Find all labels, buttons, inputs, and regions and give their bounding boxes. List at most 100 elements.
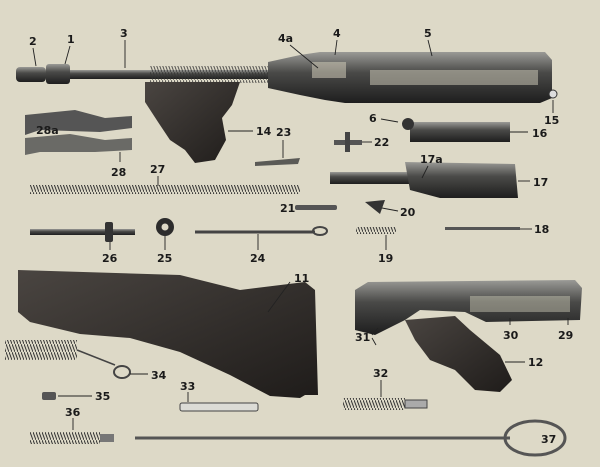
svg-text:17a: 17a (420, 153, 443, 166)
tip-35 (42, 392, 56, 400)
part-22 (334, 132, 362, 152)
callout-34: 34 (130, 369, 167, 382)
svg-text:24: 24 (250, 252, 266, 265)
buttstock-part (18, 270, 318, 398)
svg-text:34: 34 (151, 369, 167, 382)
svg-text:33: 33 (180, 380, 195, 393)
frame-part (355, 280, 582, 392)
rear-sight-collar-part (46, 64, 70, 84)
svg-text:35: 35 (95, 390, 110, 403)
svg-text:2: 2 (29, 35, 37, 48)
receiver-part (268, 52, 558, 103)
svg-text:12: 12 (528, 356, 543, 369)
svg-text:1: 1 (67, 33, 75, 46)
bolt-part-17 (330, 162, 518, 198)
callout-2: 2 (29, 35, 37, 67)
callout-25: 25 (157, 236, 172, 265)
callout-29: 29 (558, 318, 573, 342)
callout-4a: 4a (278, 32, 319, 69)
callout-17a: 17a (420, 153, 443, 179)
rod-section-33 (179, 402, 259, 412)
callout-17: 17 (518, 176, 548, 189)
callout-21: 21 (280, 202, 295, 215)
bolt-part-16 (402, 118, 510, 142)
ejector-rod-24 (195, 226, 328, 236)
callout-28a: 28a (36, 124, 59, 137)
svg-text:5: 5 (424, 27, 432, 40)
svg-text:23: 23 (276, 126, 291, 139)
callout-14: 14 (228, 125, 272, 138)
svg-text:29: 29 (558, 329, 573, 342)
actuator-28-part (25, 110, 132, 155)
callout-11: 11 (267, 272, 309, 313)
barrel-fins (150, 66, 270, 83)
brush-36 (30, 432, 114, 444)
svg-text:37: 37 (541, 433, 556, 446)
pistol-grip-part (405, 316, 512, 392)
svg-text:4: 4 (333, 27, 341, 40)
callout-19: 19 (378, 235, 393, 265)
svg-text:25: 25 (157, 252, 172, 265)
part-21 (295, 205, 337, 210)
callout-3: 3 (120, 27, 128, 68)
callout-36: 36 (65, 406, 81, 430)
callout-20: 20 (381, 206, 416, 219)
callout-15: 15 (544, 100, 559, 127)
svg-text:30: 30 (503, 329, 519, 342)
svg-text:31: 31 (355, 331, 370, 344)
svg-text:32: 32 (373, 367, 388, 380)
callout-35: 35 (58, 390, 110, 403)
svg-text:15: 15 (544, 114, 559, 127)
cleaning-rod-37 (135, 419, 567, 457)
recoil-spring-27 (30, 185, 300, 194)
svg-text:14: 14 (256, 125, 272, 138)
callout-6: 6 (369, 112, 399, 125)
svg-text:4a: 4a (278, 32, 293, 45)
svg-text:28a: 28a (36, 124, 59, 137)
callout-32: 32 (373, 367, 388, 397)
spring-19 (356, 227, 396, 234)
callout-24: 24 (250, 234, 266, 265)
callout-12: 12 (505, 356, 543, 369)
svg-text:27: 27 (150, 163, 165, 176)
svg-text:6: 6 (369, 112, 377, 125)
buffer-rod-26 (30, 222, 135, 242)
callout-28: 28 (111, 152, 126, 179)
part-23 (255, 158, 300, 166)
svg-text:19: 19 (378, 252, 393, 265)
barrel-assembly (16, 64, 275, 84)
front-grip-part (145, 82, 240, 163)
brush-32 (343, 398, 428, 410)
svg-text:3: 3 (120, 27, 128, 40)
callout-37: 37 (541, 433, 556, 446)
callout-27: 27 (150, 163, 165, 186)
svg-text:11: 11 (294, 272, 309, 285)
compensator-part (16, 67, 46, 82)
callout-22: 22 (362, 136, 389, 149)
callout-26: 26 (102, 242, 118, 265)
callout-16: 16 (510, 127, 548, 140)
callout-23: 23 (276, 126, 291, 158)
svg-text:16: 16 (532, 127, 548, 140)
callout-5: 5 (424, 27, 433, 57)
svg-text:17: 17 (533, 176, 548, 189)
callout-31: 31 (355, 327, 379, 346)
callout-18: 18 (520, 223, 549, 236)
svg-text:28: 28 (111, 166, 126, 179)
svg-text:20: 20 (400, 206, 416, 219)
callout-1: 1 (64, 33, 75, 65)
callout-30: 30 (503, 318, 519, 342)
svg-text:22: 22 (374, 136, 389, 149)
callout-4: 4 (333, 27, 341, 56)
callout-33: 33 (180, 380, 195, 402)
part-20 (365, 200, 385, 214)
brush-34 (5, 340, 131, 379)
washer-25 (156, 218, 174, 236)
svg-text:26: 26 (102, 252, 118, 265)
svg-text:18: 18 (534, 223, 549, 236)
svg-text:36: 36 (65, 406, 81, 419)
svg-text:21: 21 (280, 202, 295, 215)
pin-18 (445, 227, 520, 230)
